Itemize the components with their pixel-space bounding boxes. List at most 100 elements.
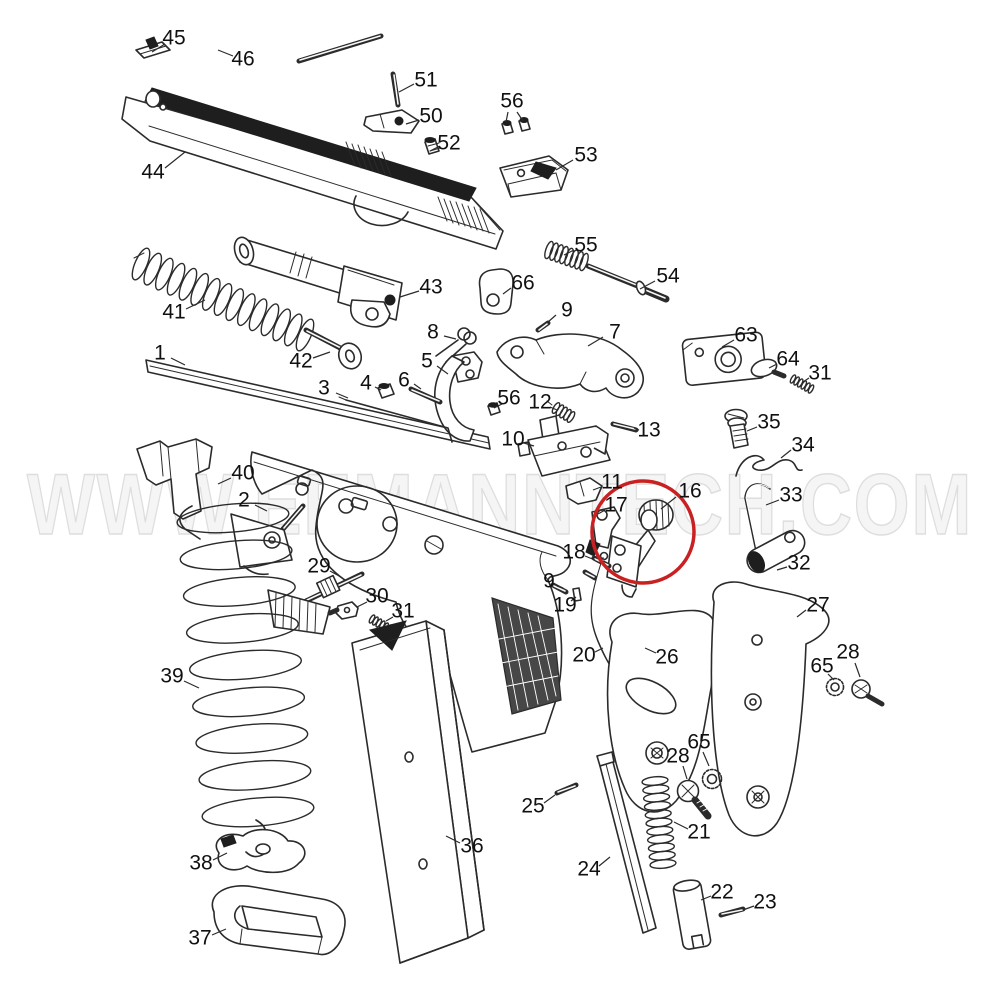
leader-13	[633, 427, 640, 431]
callout-37: 37	[188, 927, 211, 950]
leader-28	[854, 662, 861, 678]
leader-64	[768, 363, 778, 369]
part-46-pin	[296, 33, 384, 64]
leader-53	[555, 159, 574, 171]
part-34-wire-spring	[735, 454, 803, 477]
part-10-sear-cage	[517, 415, 611, 477]
callout-28: 28	[836, 641, 859, 664]
leader-43	[399, 290, 420, 298]
leader-54	[639, 280, 656, 290]
leader-32	[776, 566, 788, 571]
part-56-plunger-mid	[487, 402, 501, 416]
callout-38: 38	[189, 852, 212, 875]
callout-50: 50	[419, 105, 442, 128]
leader-66	[502, 287, 512, 295]
part-50-extractor	[363, 109, 420, 134]
leader-19	[570, 596, 577, 602]
leader-28	[682, 765, 688, 780]
part-5-trigger	[434, 351, 483, 442]
part-28-grip-screw-lower	[676, 779, 712, 820]
callout-53: 53	[574, 144, 597, 167]
leader-56	[493, 403, 503, 409]
callout-63: 63	[734, 324, 757, 347]
callout-9: 9	[543, 570, 555, 593]
part-9-pin-lower	[550, 582, 569, 595]
callout-11: 11	[601, 471, 623, 494]
leader-25	[543, 794, 556, 804]
part-22-plug	[672, 879, 712, 950]
leader-18	[584, 555, 596, 561]
callout-32: 32	[787, 552, 810, 575]
leader-50	[405, 119, 420, 125]
part-3-trigger-bar-pin	[338, 396, 453, 443]
leader-3	[335, 392, 349, 399]
callout-7: 7	[609, 321, 621, 344]
part-32-extension	[746, 529, 806, 574]
leader-9	[547, 314, 557, 323]
leader-45	[151, 43, 166, 53]
part-11-sear	[565, 477, 603, 505]
callout-66: 66	[511, 272, 534, 295]
part-55-firing-pin-spring	[544, 240, 589, 272]
callout-17: 17	[604, 494, 627, 517]
leader-8	[443, 335, 457, 340]
callout-25: 25	[521, 795, 544, 818]
callout-21: 21	[687, 821, 710, 844]
leader-42	[312, 351, 331, 359]
part-1-slide-rail	[145, 359, 491, 450]
part-30-detent-plate	[327, 601, 359, 620]
leader-52	[429, 146, 439, 152]
callout-5: 5	[421, 350, 433, 373]
part-12-spring	[546, 400, 576, 423]
callout-34: 34	[791, 434, 815, 457]
part-26-left-grip	[606, 609, 718, 813]
part-7-trigger-bar	[496, 333, 644, 399]
leader-41	[185, 299, 206, 310]
leader-1	[170, 357, 186, 366]
callout-28: 28	[666, 745, 689, 768]
callout-4: 4	[360, 372, 372, 395]
part-13-pin	[610, 421, 639, 433]
part-23-pin	[718, 906, 746, 918]
callout-18: 18	[562, 541, 585, 564]
leader-29	[329, 570, 342, 578]
callout-42: 42	[289, 350, 312, 373]
callout-29: 29	[307, 555, 330, 578]
leader-40	[217, 477, 232, 485]
leader-20	[594, 647, 604, 653]
highlight-circle	[590, 479, 696, 585]
leader-27	[796, 609, 807, 618]
leader-34	[780, 449, 792, 459]
callout-55: 55	[574, 234, 597, 257]
callout-44: 44	[141, 161, 165, 184]
part-56-sight-plungers	[501, 117, 531, 135]
leader-21	[673, 821, 689, 830]
callout-65: 65	[810, 655, 833, 678]
leader-35	[746, 426, 758, 432]
callout-51: 51	[414, 69, 437, 92]
part-65-washer-right	[825, 677, 845, 697]
leader-6	[413, 383, 422, 390]
callout-40: 40	[231, 462, 254, 485]
leader-22	[700, 895, 712, 901]
part-33-allen-key	[744, 483, 771, 557]
callout-6: 6	[398, 369, 410, 392]
leader-51	[398, 83, 415, 93]
callout-36: 36	[460, 835, 483, 858]
part-35-screw	[724, 408, 749, 449]
callout-24: 24	[577, 858, 601, 881]
leader-17	[597, 509, 606, 515]
part-41-recoil-spring	[131, 247, 315, 352]
leader-26	[644, 647, 657, 654]
leader-31	[385, 616, 394, 622]
part-21-spring	[641, 775, 677, 870]
part-39-mainspring	[176, 502, 315, 850]
callout-9: 9	[561, 299, 573, 322]
callout-54: 54	[656, 265, 680, 288]
leader-33	[765, 499, 780, 506]
part-37-base-pad	[211, 885, 346, 956]
callout-26: 26	[655, 646, 678, 669]
callout-56: 56	[497, 387, 520, 410]
